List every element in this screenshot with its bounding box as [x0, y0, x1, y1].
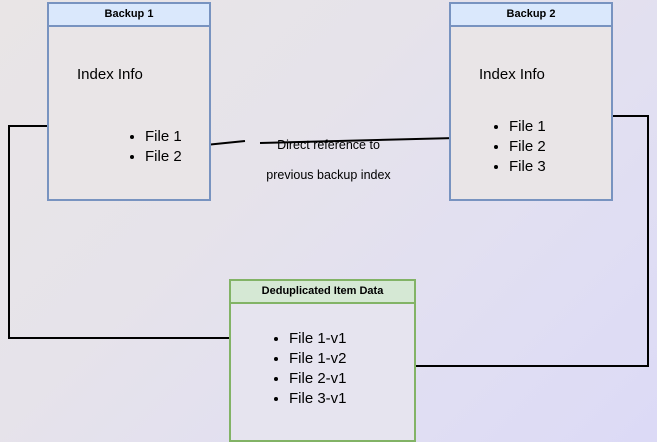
list-item: File 3 [509, 157, 546, 177]
node-backup-2-body: Index Info File 1 File 2 File 3 [451, 27, 611, 203]
node-backup-1-body: Index Info File 1 File 2 [49, 27, 209, 203]
edge-label-line-2: previous backup index [266, 168, 391, 182]
list-item: File 1 [145, 127, 182, 147]
node-dedup-title: Deduplicated Item Data [231, 281, 414, 305]
node-backup-1[interactable]: Backup 1 Index Info File 1 File 2 [47, 2, 211, 201]
dedup-file-list: File 1-v1 File 1-v2 File 2-v1 File 3-v1 [273, 329, 347, 409]
list-item: File 2 [509, 137, 546, 157]
list-item: File 2 [145, 147, 182, 167]
list-item: File 2-v1 [289, 369, 347, 389]
list-item: File 1-v1 [289, 329, 347, 349]
list-item: File 1-v2 [289, 349, 347, 369]
backup-2-index-label: Index Info [479, 66, 545, 84]
backup-2-file-list: File 1 File 2 File 3 [493, 117, 546, 177]
node-deduplicated-item-data[interactable]: Deduplicated Item Data File 1-v1 File 1-… [229, 279, 416, 442]
node-dedup-body: File 1-v1 File 1-v2 File 2-v1 File 3-v1 [231, 304, 414, 444]
node-backup-2[interactable]: Backup 2 Index Info File 1 File 2 File 3 [449, 2, 613, 201]
node-backup-1-title: Backup 1 [49, 4, 209, 28]
node-backup-2-title: Backup 2 [451, 4, 611, 28]
list-item: File 3-v1 [289, 389, 347, 409]
edge-label-line-1: Direct reference to [277, 138, 380, 152]
backup-1-file-list: File 1 File 2 [129, 127, 182, 167]
backup-1-index-label: Index Info [77, 66, 143, 84]
edge-label-direct-reference: Direct reference to previous backup inde… [246, 123, 411, 198]
list-item: File 1 [509, 117, 546, 137]
